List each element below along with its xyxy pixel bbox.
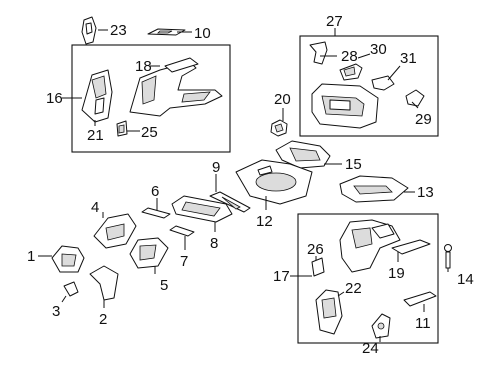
callout-4: 4 <box>91 199 99 216</box>
part-18-member <box>129 57 223 117</box>
part-29 <box>405 89 425 107</box>
part-7-strip <box>169 225 195 237</box>
callout-10: 10 <box>194 25 211 42</box>
part-23-bracket <box>81 16 97 45</box>
callout-5: 5 <box>160 277 168 294</box>
part-17-wheelhouse <box>339 219 401 273</box>
callout-6: 6 <box>151 183 159 200</box>
callout-8: 8 <box>210 235 218 252</box>
callout-11: 11 <box>415 315 431 332</box>
part-22-panel <box>315 289 343 335</box>
part-27-panel <box>311 83 379 129</box>
callout-23: 23 <box>110 22 127 39</box>
part-15-crossmember <box>275 140 331 169</box>
callout-26: 26 <box>307 241 324 258</box>
callout-9: 9 <box>212 159 220 176</box>
callout-13: 13 <box>417 184 434 201</box>
callout-14: 14 <box>457 271 474 288</box>
part-14-bolt <box>444 244 452 269</box>
callout-30: 30 <box>370 41 387 58</box>
callouts: 23 10 16 18 21 25 20 27 28 30 31 29 9 15… <box>27 13 474 357</box>
part-26-clip <box>311 257 325 277</box>
part-19-strip <box>391 239 431 255</box>
part-30 <box>339 63 363 81</box>
callout-15: 15 <box>345 156 362 173</box>
callout-1: 1 <box>27 248 35 265</box>
part-4-bracket <box>93 213 137 249</box>
part-5-bracket <box>129 237 169 269</box>
callout-24: 24 <box>362 340 379 357</box>
callout-3: 3 <box>52 303 60 320</box>
leader-lines <box>38 28 449 342</box>
part-6-strip <box>141 207 171 219</box>
callout-21: 21 <box>87 127 104 144</box>
callout-20: 20 <box>274 91 291 108</box>
group-box-17 <box>297 213 439 344</box>
part-3-clip <box>63 281 79 297</box>
part-28 <box>309 41 328 65</box>
callout-25: 25 <box>141 124 158 141</box>
group-box-27 <box>299 35 439 137</box>
callout-19: 19 <box>388 265 405 282</box>
callout-2: 2 <box>99 311 107 328</box>
part-1-bracket <box>51 245 85 273</box>
part-11-strip <box>403 291 437 307</box>
part-2-bracket <box>89 265 119 301</box>
part-25-block <box>116 120 128 137</box>
part-12-floor-pan <box>235 159 313 205</box>
callout-18: 18 <box>135 58 152 75</box>
callout-28: 28 <box>341 48 358 65</box>
part-10-strip <box>147 28 186 36</box>
callout-7: 7 <box>180 253 188 270</box>
part-13-rear-panel <box>339 175 409 203</box>
callout-31: 31 <box>400 50 417 67</box>
callout-29: 29 <box>415 111 432 128</box>
callout-22: 22 <box>345 280 362 297</box>
part-24-plate <box>371 313 391 339</box>
callout-16: 16 <box>46 90 63 107</box>
part-21-rail <box>81 69 113 123</box>
callout-17: 17 <box>273 268 290 285</box>
part-20-cap <box>270 119 288 137</box>
callout-12: 12 <box>256 213 273 230</box>
part-8-panel <box>171 195 233 223</box>
callout-27: 27 <box>326 13 343 30</box>
part-9-rail <box>209 191 251 213</box>
part-31 <box>371 75 395 91</box>
